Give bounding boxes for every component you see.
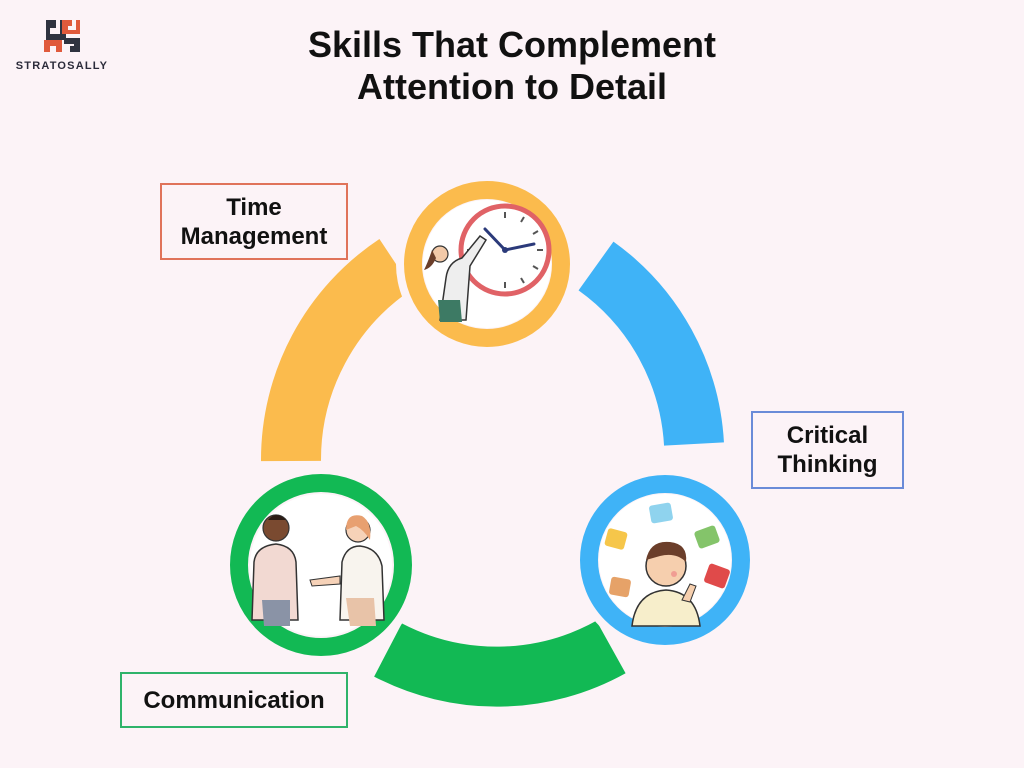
two-people-talking-icon — [251, 514, 385, 626]
title-line-1: Skills That Complement — [307, 24, 717, 65]
label-communication-line-1: Communication — [143, 686, 325, 714]
node-communication — [221, 465, 421, 665]
label-critical-thinking: Critical Thinking — [751, 411, 904, 489]
brand-name: STRATOSALLY — [15, 60, 109, 72]
label-time-management-line-1: Time — [226, 193, 282, 221]
arc-critical-to-communication — [374, 620, 626, 707]
arc-communication-to-time — [260, 239, 414, 462]
page-title: Skills That Complement Attention to Deta… — [212, 24, 812, 108]
label-critical-thinking-line-1: Critical — [786, 422, 869, 449]
label-communication: Communication — [120, 672, 348, 728]
node-critical-thinking — [572, 467, 758, 653]
label-time-management: Time Management — [160, 183, 348, 260]
arc-time-to-critical — [578, 241, 724, 447]
thinking-person-puzzle-icon — [604, 502, 730, 627]
stratosally-logo-icon — [44, 20, 80, 52]
node-time-management — [396, 173, 578, 355]
clock-with-woman-icon — [424, 203, 552, 322]
label-critical-thinking-line-2: Thinking — [777, 451, 878, 478]
label-time-management-line-2: Management — [180, 222, 328, 250]
title-line-2: Attention to Detail — [357, 66, 667, 107]
brand-logo: STRATOSALLY — [14, 16, 110, 72]
